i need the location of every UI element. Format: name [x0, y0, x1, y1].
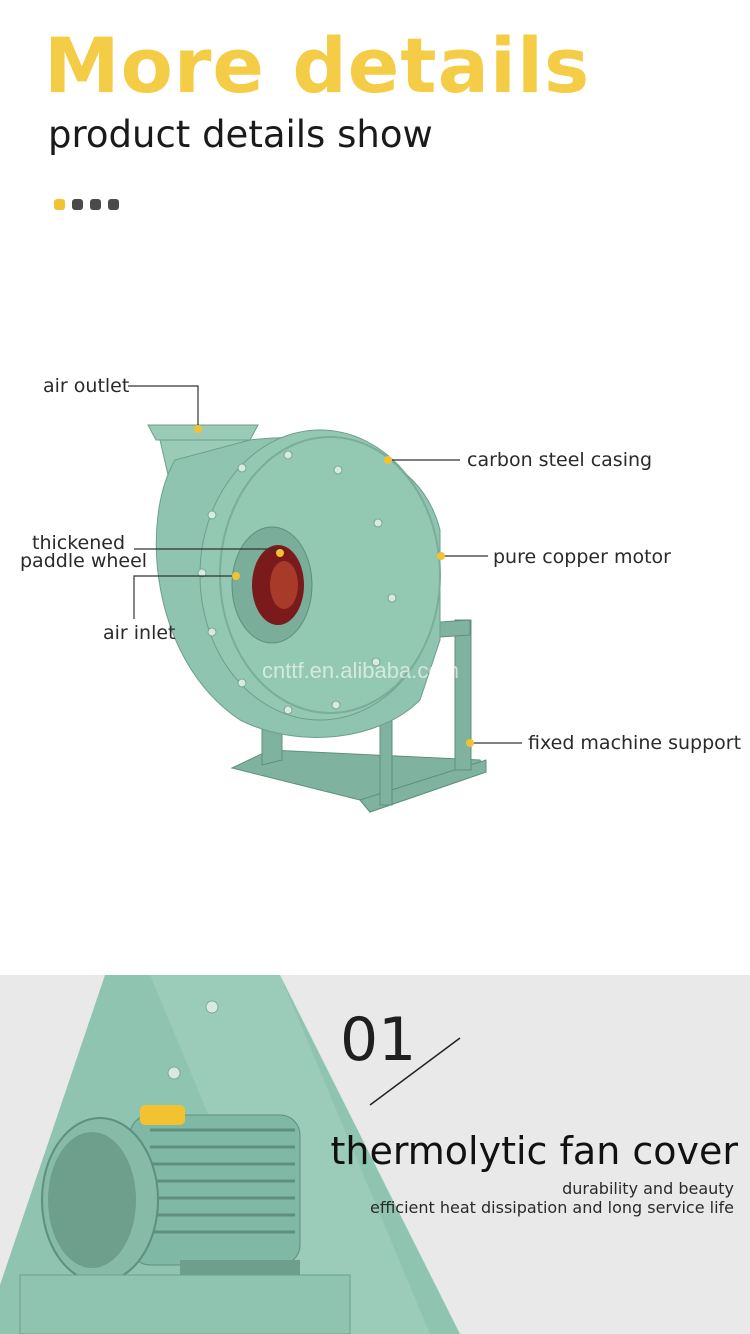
callout-paddle-wheel-line1: thickened	[32, 532, 126, 554]
callout-paddle-wheel-line2: paddle wheel	[20, 550, 148, 572]
callout-carbon-steel-casing: carbon steel casing	[467, 449, 653, 471]
machine-stand	[230, 619, 487, 813]
callout-fixed-machine-support: fixed machine support	[528, 732, 742, 754]
callout-markers	[194, 425, 474, 747]
dot-active	[54, 199, 65, 210]
feature-desc-line2: efficient heat dissipation and long serv…	[369, 1198, 734, 1217]
callout-air-outlet: air outlet	[43, 375, 130, 397]
feature-title: thermolytic fan cover	[330, 1129, 738, 1173]
page-subtitle: product details show	[48, 113, 433, 156]
dot	[72, 199, 83, 210]
page-title: More details	[44, 21, 591, 110]
motor-photo	[0, 975, 461, 1334]
product-figure: cnttf.en.alibaba.com air outlet carbon s…	[0, 340, 750, 860]
watermark: cnttf.en.alibaba.com	[262, 658, 459, 683]
blower-illustration	[128, 385, 522, 813]
feature-panel	[0, 975, 750, 1334]
dot	[108, 199, 119, 210]
pagination-dots	[54, 199, 119, 210]
callout-pure-copper-motor: pure copper motor	[493, 546, 671, 568]
callout-air-inlet: air inlet	[103, 622, 176, 644]
feature-desc-line1: durability and beauty	[562, 1179, 734, 1198]
terminal-box	[140, 1105, 185, 1125]
dot	[90, 199, 101, 210]
casing-bolts	[197, 450, 397, 715]
feature-number: 01	[340, 1005, 417, 1075]
